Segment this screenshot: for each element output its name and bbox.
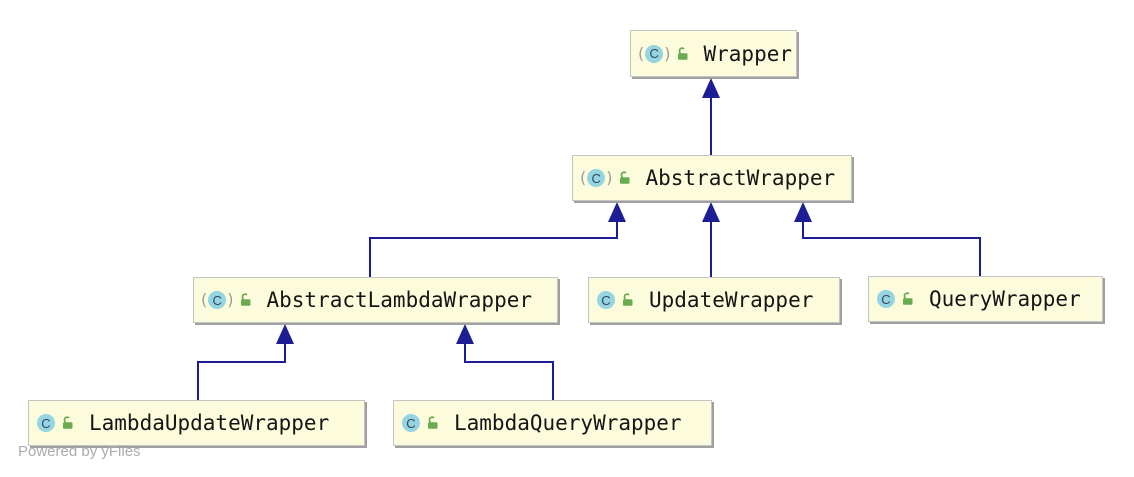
abstract-class-icon: ( C ) (580, 169, 633, 187)
edge-updatewrapper-to-abstractwrapper (702, 202, 720, 277)
concrete-class-icon: C (36, 414, 76, 432)
class-name-label: UpdateWrapper (649, 288, 814, 312)
class-name-label: AbstractLambdaWrapper (266, 288, 533, 312)
class-name-label: LambdaUpdateWrapper (89, 411, 330, 435)
abstract-marker-paren: ) (606, 168, 613, 187)
class-icon: C (208, 291, 227, 309)
class-node-abstract-wrapper[interactable]: ( C ) AbstractWrapper (572, 155, 852, 201)
unlocked-padlock-icon (903, 292, 913, 305)
class-node-update-wrapper[interactable]: C UpdateWrapper (588, 277, 840, 323)
class-name-label: AbstractWrapper (645, 166, 836, 190)
yfiles-watermark: Powered by yFiles (18, 443, 141, 460)
abstract-marker-paren: ) (227, 290, 234, 309)
abstract-marker-paren: ) (664, 43, 671, 63)
class-node-lambda-query-wrapper[interactable]: C LambdaQueryWrapper (393, 400, 712, 446)
abstract-marker-paren: ( (201, 290, 208, 309)
class-icon: C (877, 290, 895, 308)
class-icon: C (587, 169, 606, 187)
class-name-label: QueryWrapper (929, 287, 1081, 311)
abstract-class-icon: ( C ) (638, 43, 691, 63)
edge-abstractlambdawrapper-to-abstractwrapper (369, 202, 626, 277)
edge-querywrapper-to-abstractwrapper (794, 202, 981, 276)
unlocked-padlock-icon (677, 46, 687, 60)
concrete-class-icon: C (596, 291, 636, 309)
unlocked-padlock-icon (428, 416, 438, 429)
unlocked-padlock-icon (623, 293, 633, 306)
abstract-marker-paren: ( (580, 168, 587, 187)
edge-abstractwrapper-to-wrapper (702, 78, 720, 155)
class-name-label: LambdaQueryWrapper (454, 411, 682, 435)
concrete-class-icon: C (876, 290, 916, 308)
abstract-marker-paren: ( (638, 43, 645, 63)
class-node-query-wrapper[interactable]: C QueryWrapper (868, 276, 1103, 322)
class-icon: C (402, 414, 420, 432)
edge-lambdaquerywrapper-to-abstractlambdawrapper (456, 324, 554, 400)
unlocked-padlock-icon (63, 416, 73, 429)
class-node-lambda-update-wrapper[interactable]: C LambdaUpdateWrapper (28, 400, 365, 446)
edge-lambdaupdatewrapper-to-abstractlambdawrapper (197, 324, 294, 400)
unlocked-padlock-icon (240, 293, 250, 306)
class-name-label: Wrapper (703, 41, 793, 66)
class-node-abstract-lambda-wrapper[interactable]: ( C ) AbstractLambdaWrapper (193, 277, 558, 323)
unlocked-padlock-icon (619, 171, 629, 184)
class-icon: C (597, 291, 615, 309)
class-node-wrapper[interactable]: ( C ) Wrapper (630, 30, 797, 77)
concrete-class-icon: C (401, 414, 441, 432)
class-icon: C (37, 414, 55, 432)
abstract-class-icon: ( C ) (201, 291, 254, 309)
class-icon: C (645, 44, 664, 63)
